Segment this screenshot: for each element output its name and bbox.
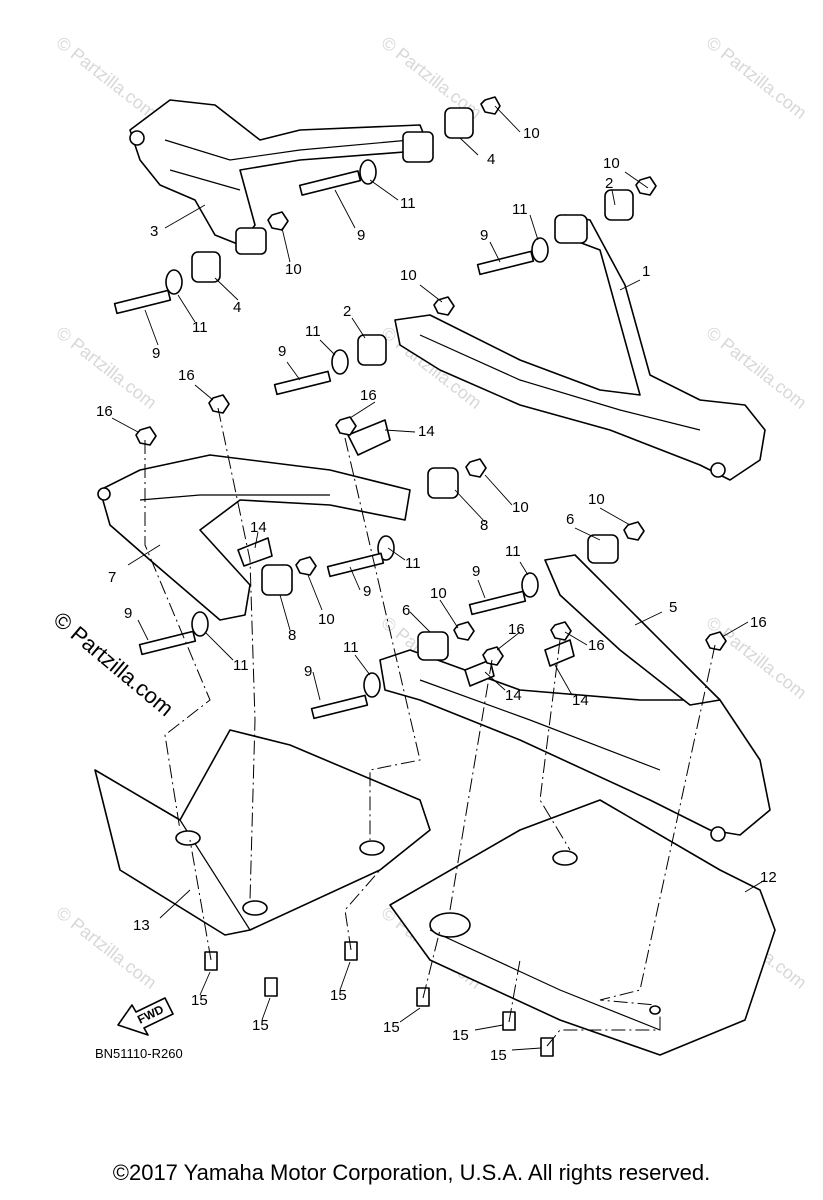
callout-9: 9 bbox=[124, 605, 132, 622]
callout-15: 15 bbox=[330, 987, 347, 1004]
skid-guard-12 bbox=[389, 799, 776, 1056]
copyright-notice: ©2017 Yamaha Motor Corporation, U.S.A. A… bbox=[112, 1160, 711, 1185]
callout-13: 13 bbox=[133, 917, 150, 934]
callout-7: 7 bbox=[108, 569, 116, 586]
upper-arm-hardware bbox=[113, 96, 501, 315]
callout-10: 10 bbox=[430, 585, 447, 602]
watermark: © Partzilla.com bbox=[703, 322, 811, 412]
callout-15: 15 bbox=[191, 992, 208, 1009]
fwd-arrow: FWD bbox=[117, 997, 174, 1036]
callout-4: 4 bbox=[233, 299, 241, 316]
callout-16: 16 bbox=[588, 637, 605, 654]
callout-10: 10 bbox=[603, 155, 620, 172]
callout-11: 11 bbox=[233, 657, 249, 674]
callout-15: 15 bbox=[252, 1017, 269, 1034]
watermark: © Partzilla.com bbox=[53, 322, 161, 412]
callout-5: 5 bbox=[669, 599, 677, 616]
callout-4: 4 bbox=[487, 151, 495, 168]
callout-3: 3 bbox=[150, 223, 158, 240]
callout-9: 9 bbox=[480, 227, 488, 244]
callout-11: 11 bbox=[305, 323, 321, 340]
callout-11: 11 bbox=[505, 543, 521, 560]
callout-11: 11 bbox=[405, 555, 421, 572]
callout-12: 12 bbox=[760, 869, 777, 886]
diagram-code: BN51110-R260 bbox=[95, 1046, 183, 1061]
partzilla-brand-mark: © Partzilla.com bbox=[49, 607, 179, 721]
callout-11: 11 bbox=[512, 201, 528, 218]
callout-10: 10 bbox=[512, 499, 529, 516]
callout-6: 6 bbox=[402, 602, 410, 619]
callout-14: 14 bbox=[572, 692, 589, 709]
callout-11: 11 bbox=[192, 319, 208, 336]
callout-6: 6 bbox=[566, 511, 574, 528]
clamps-and-nuts bbox=[135, 394, 727, 687]
callout-16: 16 bbox=[178, 367, 195, 384]
callout-9: 9 bbox=[472, 563, 480, 580]
lower-arm-5 bbox=[310, 521, 771, 842]
callout-15: 15 bbox=[383, 1019, 400, 1036]
callout-16: 16 bbox=[508, 621, 525, 638]
callout-15: 15 bbox=[452, 1027, 469, 1044]
callout-16: 16 bbox=[360, 387, 377, 404]
callout-10: 10 bbox=[285, 261, 302, 278]
callout-10: 10 bbox=[523, 125, 540, 142]
callout-labels: 1 2 2 3 4 4 5 6 6 7 8 8 9 9 9 9 9 9 9 9 … bbox=[96, 125, 777, 1064]
callout-14: 14 bbox=[250, 519, 267, 536]
callout-9: 9 bbox=[363, 583, 371, 600]
callout-14: 14 bbox=[418, 423, 435, 440]
callout-10: 10 bbox=[588, 491, 605, 508]
callout-2: 2 bbox=[343, 303, 351, 320]
callout-9: 9 bbox=[278, 343, 286, 360]
bolts-15 bbox=[204, 941, 554, 1057]
callout-2: 2 bbox=[605, 175, 613, 192]
callout-8: 8 bbox=[480, 517, 488, 534]
callout-1: 1 bbox=[642, 263, 650, 280]
callout-10: 10 bbox=[318, 611, 335, 628]
skid-guard-13 bbox=[94, 729, 431, 936]
callout-9: 9 bbox=[304, 663, 312, 680]
callout-15: 15 bbox=[490, 1047, 507, 1064]
callout-16: 16 bbox=[96, 403, 113, 420]
callout-9: 9 bbox=[357, 227, 365, 244]
upper-arm-1 bbox=[273, 176, 766, 481]
callout-11: 11 bbox=[400, 195, 416, 212]
watermark: © Partzilla.com bbox=[703, 32, 811, 122]
watermark: © Partzilla.com bbox=[53, 32, 161, 122]
watermark: © Partzilla.com bbox=[53, 902, 161, 992]
upper-arm-3 bbox=[129, 99, 434, 255]
callout-10: 10 bbox=[400, 267, 417, 284]
assembly-lines bbox=[144, 407, 716, 1047]
callout-16: 16 bbox=[750, 614, 767, 631]
leader-lines bbox=[111, 105, 766, 1051]
callout-14: 14 bbox=[505, 687, 522, 704]
callout-9: 9 bbox=[152, 345, 160, 362]
lower-arm-7 bbox=[97, 454, 487, 656]
callout-11: 11 bbox=[343, 639, 359, 656]
callout-8: 8 bbox=[288, 627, 296, 644]
